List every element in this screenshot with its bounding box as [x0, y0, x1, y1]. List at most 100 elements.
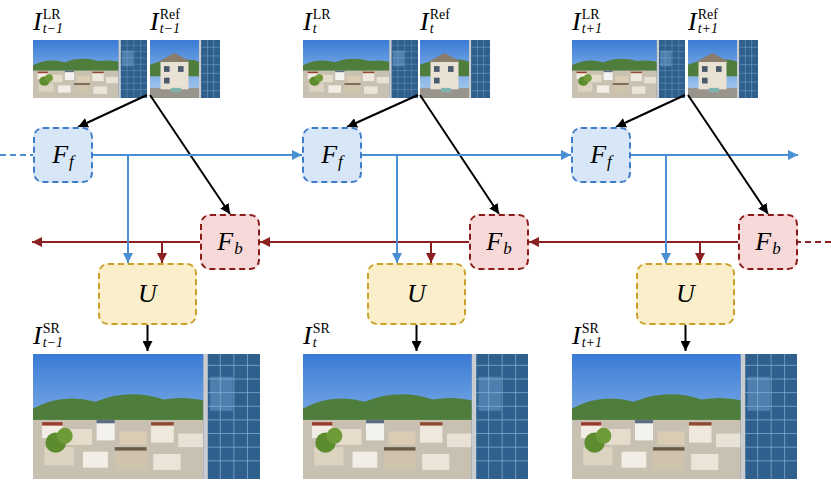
sr-photo	[303, 354, 528, 479]
lr-frame: ILRt−1	[33, 8, 147, 95]
backward-flow	[700, 242, 738, 263]
frame-label: IReft+1	[688, 8, 718, 37]
subscript: t−1	[160, 22, 180, 37]
block-label: Fb	[486, 229, 511, 255]
symbol-letter: I	[688, 9, 697, 35]
subscript: t+1	[582, 336, 602, 351]
subscript: t+1	[582, 22, 602, 37]
superscript: LR	[43, 8, 63, 23]
photo-area	[420, 37, 490, 95]
superscript: Ref	[160, 8, 180, 23]
photo-area	[150, 37, 220, 95]
subscript: t	[313, 336, 330, 351]
block-label: U	[676, 281, 695, 307]
script-stack: Reft	[430, 8, 450, 37]
frame-label: IReft−1	[150, 8, 180, 37]
block-label: U	[407, 281, 426, 307]
forward-block: Ff	[571, 127, 631, 183]
script-stack: SRt	[313, 322, 330, 351]
symbol-letter: F	[590, 142, 606, 168]
symbol-letter: I	[420, 9, 429, 35]
superscript: SR	[43, 322, 63, 337]
ref-photo	[688, 40, 758, 98]
subscript: b	[234, 240, 243, 257]
input-arrow	[78, 95, 147, 127]
sr-photo	[572, 354, 797, 479]
input-arrow	[416, 325, 418, 351]
lr-photo	[33, 40, 147, 98]
subscript: t+1	[698, 22, 718, 37]
input-arrow	[347, 95, 418, 127]
photo-area	[572, 351, 797, 476]
photo-area	[303, 37, 418, 95]
symbol-letter: I	[303, 9, 312, 35]
forward-flow	[631, 155, 666, 263]
input-arrow	[685, 325, 687, 351]
upsample-block: U	[98, 263, 197, 325]
symbol-letter: F	[486, 229, 502, 255]
backward-block: Fb	[738, 214, 798, 270]
upsample-block: U	[636, 263, 735, 325]
superscript: Ref	[430, 8, 450, 23]
lr-photo	[572, 40, 685, 98]
subscript: t−1	[43, 22, 63, 37]
subscript: t	[313, 22, 331, 37]
script-stack: SRt−1	[43, 322, 63, 351]
ref-photo	[150, 40, 220, 98]
frame-label: IReft	[420, 8, 450, 37]
upsample-block: U	[367, 263, 466, 325]
script-stack: Reft−1	[160, 8, 180, 37]
symbol-letter: U	[676, 281, 695, 307]
symbol-letter: F	[321, 142, 337, 168]
sr-frame: ISRt+1	[572, 322, 797, 476]
block-label: Ff	[590, 142, 612, 168]
symbol-letter: I	[150, 9, 159, 35]
ref-frame: IReft−1	[150, 8, 220, 95]
symbol-letter: U	[407, 281, 426, 307]
ref-frame: IReft+1	[688, 8, 758, 95]
block-label: Ff	[321, 142, 343, 168]
backward-block: Fb	[469, 214, 529, 270]
photo-area	[33, 37, 147, 95]
subscript: b	[772, 240, 781, 257]
subscript: f	[607, 153, 612, 170]
backward-block: Fb	[200, 214, 260, 270]
superscript: SR	[582, 322, 602, 337]
subscript: b	[503, 240, 512, 257]
subscript: f	[69, 153, 74, 170]
input-arrow	[147, 325, 149, 351]
lr-frame: ILRt	[303, 8, 418, 95]
superscript: SR	[313, 322, 330, 337]
ref-frame: IReft	[420, 8, 490, 95]
block-label: Ff	[52, 142, 74, 168]
forward-block: Ff	[33, 127, 93, 183]
subscript: t	[430, 22, 450, 37]
superscript: LR	[313, 8, 331, 23]
input-arrow	[616, 95, 685, 127]
block-label: U	[138, 281, 157, 307]
block-label: Fb	[217, 229, 242, 255]
frame-label: ISRt	[303, 322, 330, 351]
lr-photo	[303, 40, 418, 98]
forward-flow	[362, 155, 397, 263]
backward-flow	[162, 242, 200, 263]
script-stack: LRt−1	[43, 8, 63, 37]
script-stack: LRt	[313, 8, 331, 37]
frame-label: ILRt+1	[572, 8, 602, 37]
frame-label: ISRt+1	[572, 322, 602, 351]
superscript: LR	[582, 8, 602, 23]
backward-input-line	[798, 241, 831, 243]
script-stack: SRt+1	[582, 322, 602, 351]
photo-area	[688, 37, 758, 95]
symbol-letter: F	[52, 142, 68, 168]
sr-frame: ISRt	[303, 322, 528, 476]
subscript: t−1	[43, 336, 63, 351]
symbol-letter: I	[572, 323, 581, 349]
frame-label: ILRt	[303, 8, 331, 37]
superscript: Ref	[698, 8, 718, 23]
sr-frame: ISRt−1	[33, 322, 260, 476]
script-stack: LRt+1	[582, 8, 602, 37]
frame-label: ISRt−1	[33, 322, 63, 351]
